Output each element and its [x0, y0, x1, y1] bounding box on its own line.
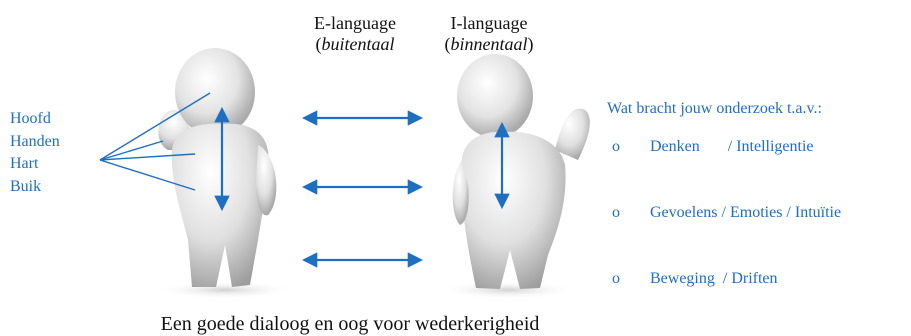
bullet-icon: o [612, 204, 620, 221]
caption: Een goede dialoog en oog voor wederkerig… [160, 313, 540, 335]
option-beweging: o Beweging / Driften [612, 270, 907, 290]
e-language-title: E-language [314, 13, 396, 33]
bullet-icon: o [612, 270, 620, 287]
body-part-hoofd: Hoofd [10, 110, 51, 127]
left-figure [155, 48, 295, 299]
i-language-header: I-language (binnentaal) [430, 13, 548, 55]
body-part-buik: Buik [10, 177, 42, 195]
bullet-icon: o [612, 138, 620, 155]
e-language-header: E-language (buitentaal [300, 13, 410, 55]
vertical-arrows [214, 106, 510, 212]
body-part-handen: Handen [10, 132, 60, 150]
research-question: Wat bracht jouw onderzoek t.a.v.: [607, 100, 822, 117]
i-language-subtitle: (binnentaal) [444, 34, 534, 54]
option-gevoelens: o Gevoelens / Emoties / Intuïtie [612, 204, 911, 224]
e-language-subtitle: (buitentaal [315, 34, 395, 54]
option-denken: o Denken / Intelligentie [612, 138, 907, 158]
i-language-title: I-language [450, 13, 528, 33]
horizontal-arrows [301, 110, 424, 268]
option-text: Gevoelens / Emoties / Intuïtie [650, 204, 842, 221]
right-figure [438, 54, 590, 299]
body-part-pointer-lines [99, 92, 211, 191]
body-part-hart: Hart [10, 155, 39, 172]
body-parts-list: Hoofd Handen Hart Buik [10, 108, 60, 198]
option-text: Denken / Intelligentie [650, 138, 814, 155]
option-text: Beweging / Driften [650, 270, 778, 287]
